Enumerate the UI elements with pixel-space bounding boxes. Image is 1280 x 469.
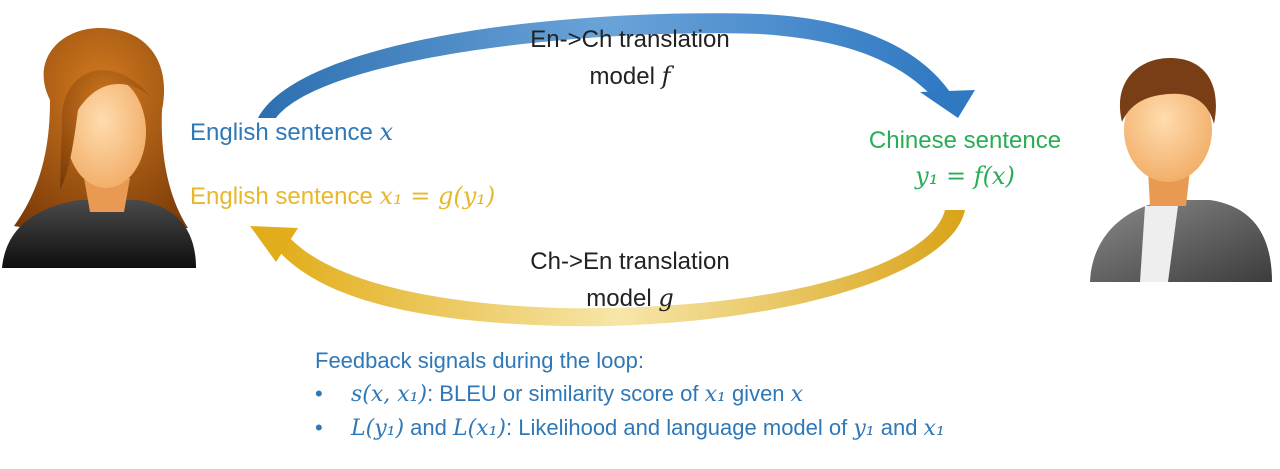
- chinese-sentence-label: Chinese sentence y₁ = f(x): [845, 124, 1085, 194]
- english-source-label: English sentence x: [190, 118, 394, 146]
- chinese-line1: Chinese sentence: [868, 127, 1062, 154]
- gold-curved-arrow-icon: [250, 210, 965, 327]
- bottom-model-line1: Ch->En translation: [530, 248, 730, 275]
- x1-formula: x₁ = g(y₁): [379, 182, 496, 210]
- model-f-symbol: f: [661, 62, 671, 90]
- woman-avatar-icon: [2, 28, 196, 268]
- x-symbol: x: [379, 118, 394, 146]
- feedback-signals: Feedback signals during the loop: s(x, x…: [315, 344, 945, 445]
- model-g-symbol: g: [658, 284, 674, 312]
- feedback-heading: Feedback signals during the loop:: [315, 348, 644, 373]
- feedback-item-likelihood: L(y₁) and L(x₁): Likelihood and language…: [315, 411, 945, 445]
- bottom-model-label: Ch->En translation model g: [500, 244, 760, 317]
- feedback-item-bleu: s(x, x₁): BLEU or similarity score of x₁…: [315, 377, 945, 411]
- feedback-list: s(x, x₁): BLEU or similarity score of x₁…: [315, 377, 945, 445]
- top-model-label: En->Ch translation model f: [500, 22, 760, 95]
- man-avatar-icon: [1090, 58, 1272, 282]
- bottom-model-line2: model g: [586, 284, 674, 312]
- y1-formula: y₁ = f(x): [915, 161, 1015, 190]
- english-back-label: English sentence x₁ = g(y₁): [190, 182, 496, 210]
- blue-curved-arrow-icon: [258, 13, 975, 118]
- top-model-line2: model f: [589, 62, 671, 90]
- top-model-line1: En->Ch translation: [530, 26, 730, 53]
